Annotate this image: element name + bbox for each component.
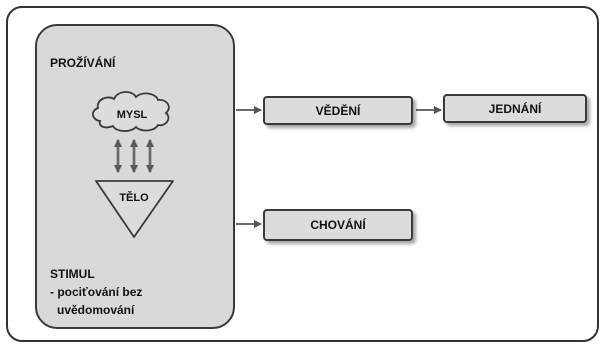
knowing-box: VĚDĚNÍ <box>263 96 413 125</box>
knowing-label: VĚDĚNÍ <box>315 103 361 118</box>
stimulus-line-1: - pociťování bez <box>50 285 143 299</box>
behaviour-box: CHOVÁNÍ <box>263 209 413 241</box>
experience-panel <box>35 24 235 329</box>
panel-title: PROŽÍVÁNÍ <box>50 56 116 70</box>
stimulus-line-2: uvědomování <box>57 303 135 317</box>
acting-label: JEDNÁNÍ <box>488 101 542 116</box>
acting-box: JEDNÁNÍ <box>443 94 587 123</box>
behaviour-label: CHOVÁNÍ <box>310 218 366 232</box>
stimulus-title: STIMUL <box>50 267 95 281</box>
